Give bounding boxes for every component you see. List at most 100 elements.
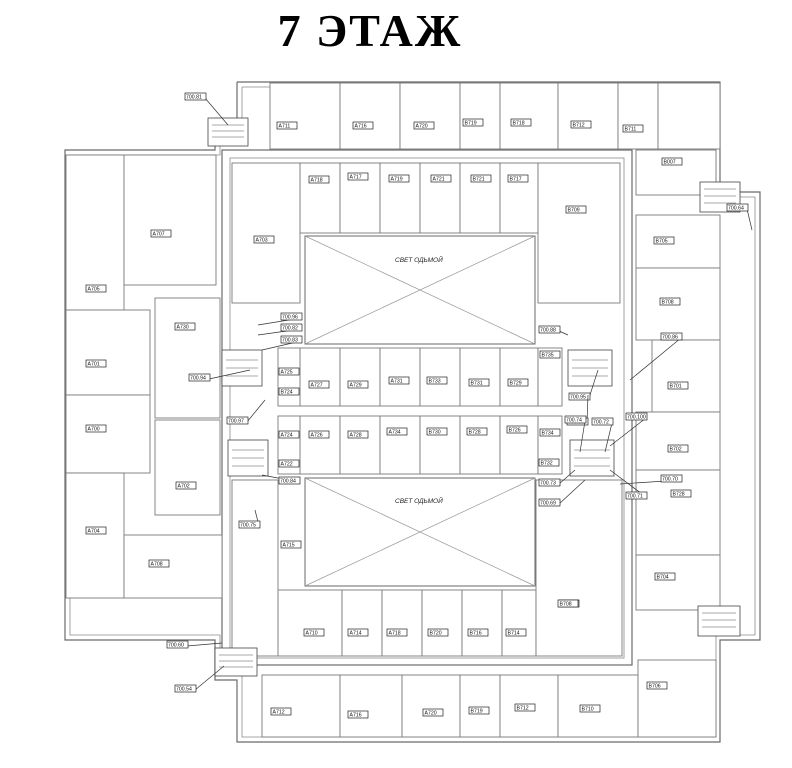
callout: 700.69: [538, 479, 586, 507]
inner-top-offices: [231, 162, 621, 304]
atrium-lower-label: СВЕТ ОДЬМОЙ: [395, 496, 443, 505]
callout-labels: 700.81700.96700.82700.83700.94700.97700.…: [166, 92, 753, 693]
room-label: B705: [653, 236, 675, 245]
room-number: A726: [311, 433, 323, 439]
room-label: B701: [667, 381, 689, 390]
room-label: B729: [507, 378, 529, 387]
room-label: B708: [557, 599, 579, 608]
callout-number: 700.88: [540, 328, 556, 334]
room-label: A703: [253, 235, 275, 244]
room-number: B709: [568, 208, 580, 214]
floor-title: 7 ЭТАЖ: [277, 5, 463, 56]
room-label: B709: [565, 205, 587, 214]
room-label: B717: [507, 174, 529, 183]
room-number: B733: [429, 379, 441, 385]
callout-number: 700.84: [280, 479, 296, 485]
callout: 700.96: [257, 312, 303, 326]
callout-number: 700.73: [540, 481, 556, 487]
room-label: A718: [386, 628, 408, 637]
room-number: B701: [670, 384, 682, 390]
room-number: A720: [416, 124, 428, 130]
callout-number: 700.94: [190, 376, 206, 382]
callout: 700.74: [564, 415, 587, 453]
room-number: B720: [430, 631, 442, 637]
room-label: A729: [347, 380, 369, 389]
room-number: B719: [465, 121, 477, 127]
room-label: B712: [514, 703, 536, 712]
room-label: A726: [308, 430, 330, 439]
room-label: B711: [622, 124, 644, 133]
callout-number: 700.74: [566, 418, 582, 424]
room-label: B728: [670, 489, 692, 498]
room-label: B702: [667, 444, 689, 453]
room-number: A708: [151, 562, 163, 568]
atrium-upper-label: СВЕТ ОДЬМОЙ: [395, 255, 443, 264]
room-number: B717: [510, 177, 522, 183]
callout: 700.60: [166, 640, 223, 649]
room-label: B719: [462, 118, 484, 127]
room-label: B716: [467, 628, 489, 637]
room-number: B708: [662, 300, 674, 306]
room-label: A715: [280, 540, 302, 549]
callout: 700.54: [174, 665, 225, 693]
room-number: A719: [391, 177, 403, 183]
room-label: A720: [413, 121, 435, 130]
room-number: B721: [473, 177, 485, 183]
room-label: A701: [85, 359, 107, 368]
stair-core-left: [221, 349, 269, 477]
room-label: A724: [278, 430, 300, 439]
room-label: A716: [347, 710, 369, 719]
callout: 700.73: [538, 469, 576, 487]
callout: 700.70: [619, 474, 683, 485]
room-label: B733: [426, 376, 448, 385]
room-number: A727: [311, 383, 323, 389]
room-label: A721: [430, 174, 452, 183]
room-label: B704: [654, 572, 676, 581]
callout-number: 700.82: [282, 326, 298, 332]
callout-number: 700.86: [662, 335, 678, 341]
room-number: A729: [350, 383, 362, 389]
inner-bottom-offices: [231, 479, 623, 657]
room-number: A711: [279, 124, 291, 130]
bottom-offices: [261, 659, 717, 738]
stair-bottom-left: [214, 647, 258, 677]
callout-number: 700.83: [282, 338, 298, 344]
room-number: B714: [508, 631, 520, 637]
callout-number: 700.54: [176, 687, 192, 693]
room-label: A734: [386, 427, 408, 436]
room-number: B716: [470, 631, 482, 637]
callout: 700.83: [261, 335, 303, 351]
room-label: A731: [388, 376, 410, 385]
atrium-lower: [304, 477, 536, 587]
room-label: B706: [646, 681, 668, 690]
room-number: A710: [306, 631, 318, 637]
room-label: A705: [85, 284, 107, 293]
middle-offices: [277, 347, 563, 475]
room-number: B730: [429, 430, 441, 436]
room-number: B731: [471, 381, 483, 387]
room-number: A716: [350, 713, 362, 719]
room-label: B731: [468, 378, 490, 387]
room-label: B724: [278, 387, 300, 396]
room-number: A717: [350, 175, 362, 181]
room-number: A702: [178, 484, 190, 490]
room-number: A724: [281, 433, 293, 439]
room-number: A725: [281, 370, 293, 376]
room-label: A718: [308, 175, 330, 184]
callout-number: 700.60: [168, 643, 184, 649]
callout: 700.82: [257, 323, 303, 336]
room-label: A719: [388, 174, 410, 183]
room-label: A700: [85, 424, 107, 433]
room-number: A705: [88, 287, 100, 293]
room-label: B735: [539, 350, 561, 359]
room-label: B719: [468, 706, 490, 715]
room-number: B724: [281, 390, 293, 396]
room-number: B735: [542, 353, 554, 359]
room-number: B728: [469, 430, 481, 436]
callout: 700.100: [609, 412, 648, 447]
callout: 700.81: [184, 92, 229, 126]
room-label: B007: [661, 157, 683, 166]
room-number: B007: [664, 160, 676, 166]
room-number: B702: [670, 447, 682, 453]
